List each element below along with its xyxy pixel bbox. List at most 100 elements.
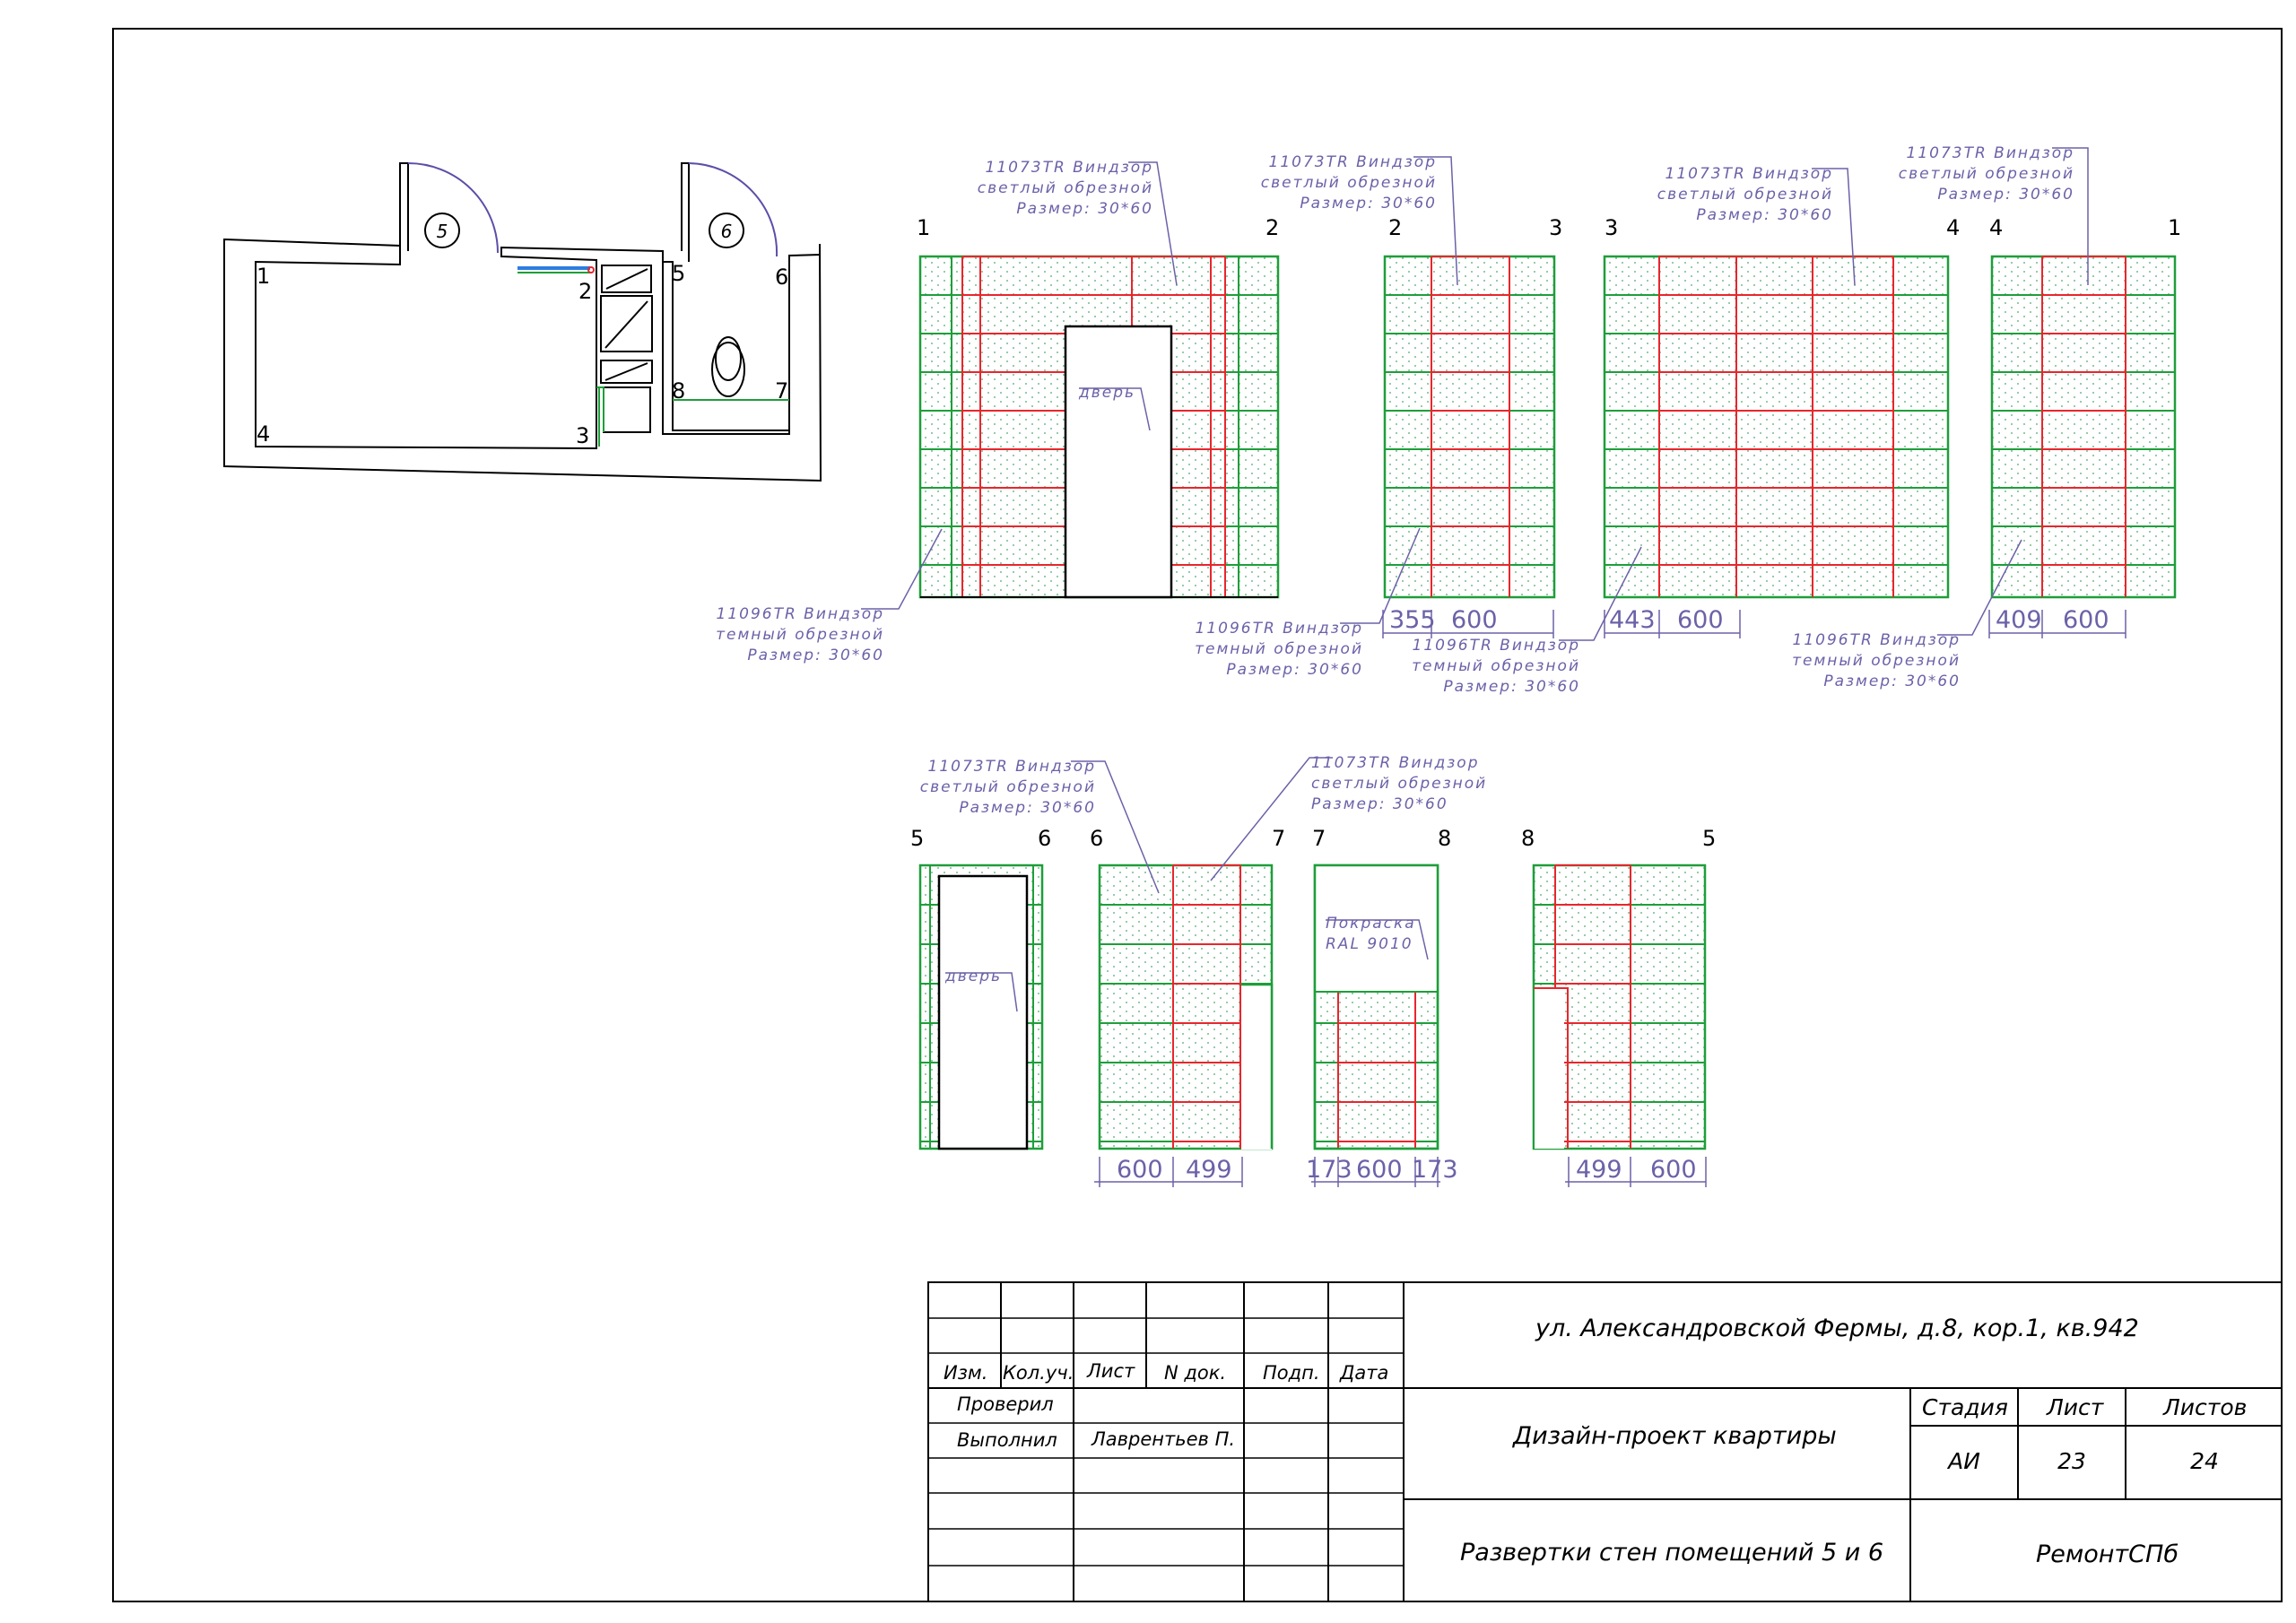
- dim-7-8-c: 173: [1412, 1156, 1458, 1184]
- note-dark-1-line-2: темный обрезной: [716, 626, 884, 644]
- note-light-5-line-2: светлый обрезной: [920, 778, 1096, 796]
- note-door-2: дверь: [944, 968, 1002, 985]
- wall-8-5-notch: [1534, 987, 1569, 1149]
- tb-author: Лаврентьев П.: [1091, 1428, 1235, 1450]
- plan-point-1: 1: [257, 264, 270, 289]
- note-light-5-line-3: Размер: 30*60: [959, 799, 1096, 817]
- room-6-label: 6: [721, 221, 733, 242]
- note-light-2-line-2: светлый обрезной: [1261, 174, 1437, 192]
- tb-ndoc: N док.: [1164, 1362, 1226, 1384]
- leader-light-4: [2052, 147, 2089, 285]
- tb-kol: Кол.уч.: [1003, 1362, 1074, 1384]
- plan-point-3: 3: [576, 423, 589, 448]
- wall-6-7-end: 7: [1272, 826, 1285, 851]
- plan-point-2: 2: [578, 279, 592, 304]
- wall-1-2: [918, 255, 1280, 599]
- note-dark-1-line-3: Размер: 30*60: [747, 647, 884, 664]
- tb-stage: АИ: [1946, 1448, 1980, 1474]
- plan-point-7: 7: [775, 378, 788, 404]
- note-light-2-line-3: Размер: 30*60: [1300, 195, 1437, 213]
- note-light-6-line-2: светлый обрезной: [1311, 775, 1487, 793]
- tb-address: ул. Александровской Фермы, д.8, кор.1, к…: [1535, 1315, 2139, 1342]
- tb-sheet-title: Развертки стен помещений 5 и 6: [1460, 1539, 1883, 1567]
- wall-4-1-end: 1: [2168, 215, 2181, 240]
- wall-7-8-outline-top: [1313, 864, 1439, 1150]
- wall-1-2-door: [1064, 325, 1173, 599]
- note-light-2-line-1: 11073TR Виндзор: [1269, 153, 1438, 171]
- plan-point-5: 5: [672, 261, 685, 286]
- note-dark-2-line-2: темный обрезной: [1195, 640, 1363, 658]
- tb-project: Дизайн-проект квартиры: [1512, 1422, 1837, 1450]
- tb-checked: Проверил: [957, 1393, 1054, 1415]
- wall-elevations: [918, 255, 2177, 1150]
- title-block: [927, 1281, 2283, 1602]
- wall-4-1: [1990, 255, 2177, 599]
- tb-sheets-label: Листов: [2162, 1394, 2247, 1420]
- wall-5-6-end: 6: [1038, 826, 1051, 851]
- note-dark-3-line-2: темный обрезной: [1412, 657, 1580, 675]
- tb-sheet-label: Лист: [2046, 1394, 2105, 1420]
- wall-6-7-start: 6: [1090, 826, 1103, 851]
- tb-stage-label: Стадия: [1922, 1394, 2008, 1420]
- note-light-4-line-1: 11073TR Виндзор: [1907, 144, 2075, 162]
- note-light-3-line-2: светлый обрезной: [1657, 186, 1833, 204]
- wall-3-4-start: 3: [1605, 215, 1618, 240]
- wall-4-1-start: 4: [1989, 215, 2003, 240]
- wall-6-7: [1098, 864, 1274, 1150]
- wall-6-7-notch: [1240, 983, 1274, 1149]
- wall-3-4-end: 4: [1946, 215, 1960, 240]
- wall-2-3-hatch: [1385, 256, 1554, 597]
- dim-6-7-b: 499: [1186, 1156, 1232, 1184]
- tb-izm: Изм.: [944, 1362, 987, 1384]
- wall-5-6-door: [937, 874, 1029, 1150]
- wall-3-4-hatch: [1605, 256, 1948, 597]
- wall-4-1-hatch: [1992, 256, 2175, 597]
- leader-light-2: [1413, 156, 1458, 286]
- wall-2-3: [1383, 255, 1556, 599]
- note-dark-1-line-1: 11096TR Виндзор: [717, 605, 885, 623]
- leader-light-5: [1071, 760, 1160, 894]
- room-5-label: 5: [437, 221, 448, 242]
- wall-8-5-notch-mask: [1535, 988, 1564, 1149]
- wall-8-5-start: 8: [1521, 826, 1535, 851]
- note-light-3-line-1: 11073TR Виндзор: [1665, 165, 1834, 183]
- dim-8-5-b: 600: [1650, 1156, 1697, 1184]
- leader-dark-2: [1340, 527, 1421, 624]
- leader-light-1: [1128, 161, 1178, 286]
- wall-5-6-start: 5: [910, 826, 924, 851]
- plan-point-8: 8: [672, 378, 685, 404]
- note-light-1-line-1: 11073TR Виндзор: [986, 159, 1154, 177]
- wall-2-3-start: 2: [1388, 215, 1402, 240]
- note-light-3-line-3: Размер: 30*60: [1696, 206, 1833, 224]
- tb-sheets: 24: [2190, 1448, 2219, 1474]
- note-light-1-line-3: Размер: 30*60: [1016, 200, 1153, 218]
- note-light-4-line-3: Размер: 30*60: [1937, 186, 2074, 204]
- tb-done: Выполнил: [957, 1429, 1057, 1451]
- tb-list: Лист: [1086, 1360, 1135, 1382]
- leader-paint: [1326, 919, 1429, 960]
- note-dark-2-line-1: 11096TR Виндзор: [1196, 620, 1364, 638]
- note-dark-4-line-3: Размер: 30*60: [1823, 673, 1961, 690]
- note-light-6-line-3: Размер: 30*60: [1311, 795, 1448, 813]
- dim-7-8-b: 600: [1356, 1156, 1403, 1184]
- plan-point-4: 4: [257, 421, 270, 447]
- dim-2-3-a: 355: [1389, 606, 1436, 634]
- note-paint-line-1: Покраска: [1326, 915, 1416, 933]
- dim-2-3-b: 600: [1451, 606, 1498, 634]
- dim-8-5-a: 499: [1576, 1156, 1622, 1184]
- floor-plan: [223, 162, 822, 482]
- wall-7-8-paint-area: [1316, 866, 1437, 992]
- tb-data: Дата: [1339, 1362, 1388, 1384]
- dim-4-1-a: 409: [1996, 606, 2042, 634]
- leader-dark-1: [861, 528, 943, 610]
- tb-sheet: 23: [2057, 1448, 2086, 1474]
- wall-5-6: [918, 864, 1044, 1150]
- note-light-4-line-2: светлый обрезной: [1899, 165, 2074, 183]
- note-light-5-line-1: 11073TR Виндзор: [928, 758, 1097, 776]
- wall-1-2-start: 1: [917, 215, 930, 240]
- wall-6-7-notch-mask: [1241, 985, 1272, 1150]
- note-dark-4-line-1: 11096TR Виндзор: [1793, 631, 1961, 649]
- note-light-6-line-1: 11073TR Виндзор: [1311, 754, 1480, 772]
